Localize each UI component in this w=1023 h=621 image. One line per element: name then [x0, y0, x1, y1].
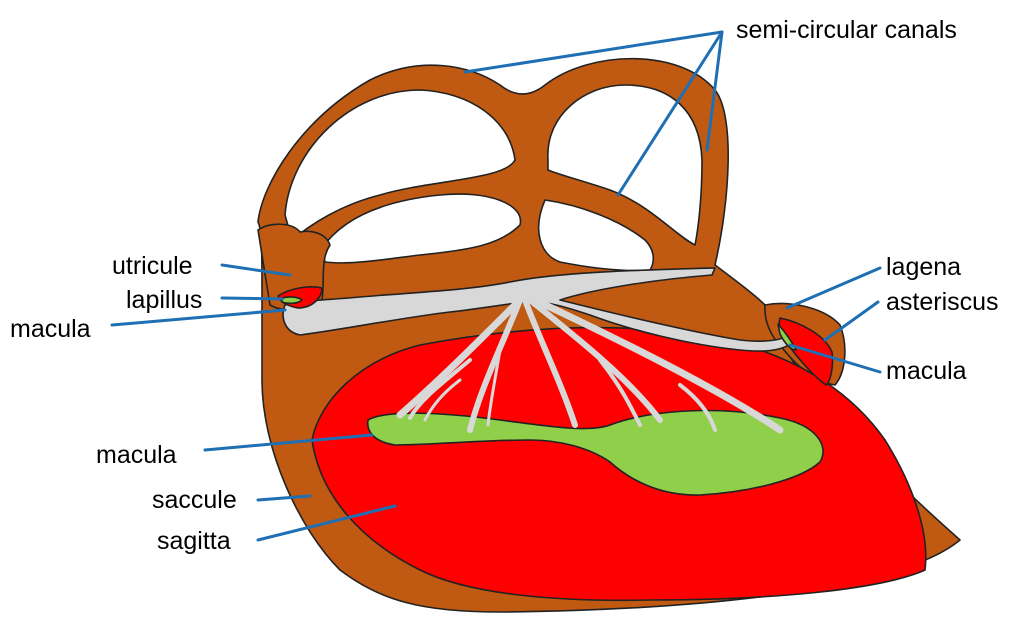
- label-macula-utricule: macula: [10, 315, 91, 343]
- label-macula-saccule: macula: [96, 441, 177, 469]
- label-macula-lagena: macula: [886, 357, 967, 385]
- label-lapillus: lapillus: [126, 286, 202, 314]
- label-lagena: lagena: [886, 253, 961, 281]
- utricule-macula: [282, 297, 302, 303]
- label-semicircular-canals: semi-circular canals: [736, 16, 957, 44]
- label-utricule: utricule: [112, 252, 193, 280]
- label-saccule: saccule: [152, 486, 237, 514]
- label-asteriscus: asteriscus: [886, 288, 999, 316]
- label-sagitta: sagitta: [157, 527, 231, 555]
